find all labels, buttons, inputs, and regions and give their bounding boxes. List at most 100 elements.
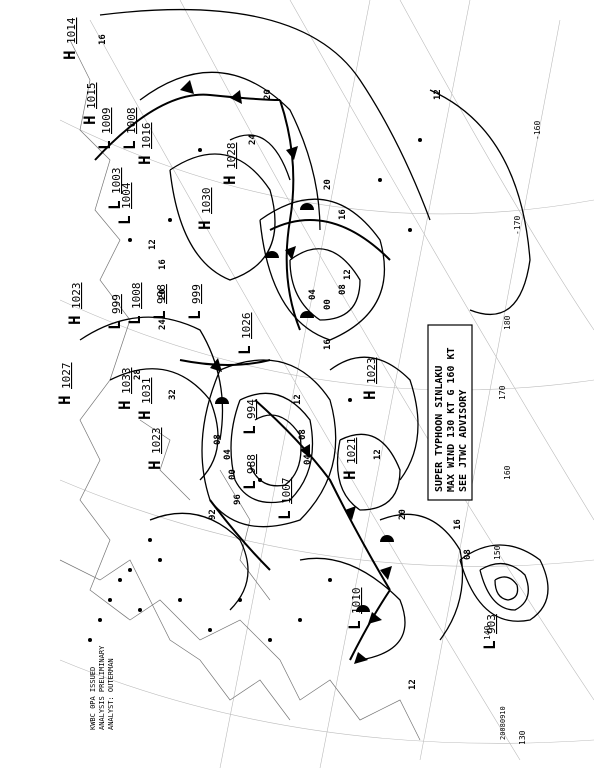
pressure-value: 999 [110, 294, 123, 314]
pressure-value: 1008 [130, 283, 143, 310]
pressure-center: H 1016 [135, 123, 154, 166]
pressure-value: 988 [245, 454, 258, 474]
isobar-label: 12 [373, 449, 383, 460]
pressure-center: H 1015 [80, 83, 99, 126]
isobar-label: 12 [148, 239, 158, 250]
pressure-value: 999 [190, 284, 203, 304]
low-pressure-symbol: L [95, 140, 114, 150]
pressure-center: L 988 [240, 454, 259, 490]
isobar-label: 20 [323, 179, 333, 190]
isobar-label: 16 [158, 259, 168, 270]
isobar-label: 24 [248, 134, 258, 145]
pressure-value: 1027 [60, 363, 73, 390]
isobar-label: 16 [323, 339, 333, 350]
footer-line-2: ANALYSIS PRELIMINARY [98, 645, 106, 730]
isobar-label: 32 [168, 389, 178, 400]
pressure-center: H 1021 [340, 438, 359, 481]
high-pressure-symbol: H [360, 390, 379, 400]
pressure-value: 1030 [200, 188, 213, 215]
longitude-label: 140 [483, 625, 492, 640]
pressure-value: 1008 [125, 108, 138, 135]
longitude-label: -170 [513, 216, 522, 235]
low-pressure-symbol: L [105, 200, 124, 210]
pressure-center: H 1033 [115, 368, 134, 411]
isobar-label: 04 [308, 289, 318, 300]
isobar-label: 08 [298, 429, 308, 440]
pressure-value: 1004 [120, 182, 133, 209]
isobar-label: 16 [453, 519, 463, 530]
footer-line-1: KWBC 0PA ISSUED [89, 667, 97, 730]
low-pressure-symbol: L [120, 140, 139, 150]
isobar-label: 20 [158, 289, 168, 300]
isobar-label: 20 [398, 509, 408, 520]
pressure-value: 1007 [280, 478, 293, 505]
high-pressure-symbol: H [195, 220, 214, 230]
isobar-label: 92 [208, 509, 218, 520]
high-pressure-symbol: H [80, 115, 99, 125]
high-pressure-symbol: H [145, 460, 164, 470]
pressure-center: L 1003 [105, 168, 124, 211]
pressure-value: 998 [155, 284, 168, 304]
low-pressure-symbol: L [275, 510, 294, 520]
low-pressure-symbol: L [185, 310, 204, 320]
advisory-line-2: MAX WIND 130 KT G 160 KT [446, 348, 457, 493]
pressure-centers: H1014H1015L1009L1008H1016L1003L1004H1028… [55, 17, 499, 650]
low-pressure-symbol: L [150, 310, 169, 320]
pressure-center: L 1009 [95, 108, 114, 151]
isobar-label: 12 [293, 394, 303, 405]
high-pressure-symbol: H [135, 155, 154, 165]
isobar-label: 12 [408, 679, 418, 690]
high-pressure-symbol: H [340, 470, 359, 480]
pressure-value: 1016 [140, 123, 153, 150]
footer-line-3: ANALYST: OUTERMAN [107, 658, 115, 730]
low-pressure-symbol: L [240, 425, 259, 435]
high-pressure-symbol: H [135, 410, 154, 420]
coastlines [59, 39, 421, 741]
pressure-value: 1023 [70, 283, 83, 310]
high-pressure-symbol: H [60, 50, 79, 60]
isobars [79, 8, 549, 661]
pressure-center: H 1023 [145, 428, 164, 471]
graticule [59, 0, 594, 768]
pressure-center: H 1023 [65, 283, 84, 326]
pressure-value: 1003 [110, 168, 123, 195]
typhoon-advisory-box: SUPER TYPHOON SINLAKU MAX WIND 130 KT G … [427, 324, 473, 501]
pressure-value: 1033 [120, 368, 133, 395]
advisory-line-1: SUPER TYPHOON SINLAKU [434, 366, 445, 492]
isobar-label: 00 [228, 469, 238, 480]
isobar-label: 20 [263, 89, 273, 100]
isobar-label: 04 [303, 454, 313, 465]
isobar-label: 08 [338, 284, 348, 295]
low-pressure-symbol: L [125, 315, 144, 325]
pressure-value: 1010 [350, 588, 363, 615]
longitude-label: 180 [503, 315, 512, 330]
low-pressure-symbol: L [115, 215, 134, 225]
high-pressure-symbol: H [65, 315, 84, 325]
pressure-value: 1009 [100, 108, 113, 135]
isobar-label: 04 [223, 449, 233, 460]
isobar-label: 00 [323, 299, 333, 310]
low-pressure-symbol: L [240, 480, 259, 490]
pressure-value: 1023 [150, 428, 163, 455]
pressure-value: 1021 [345, 438, 358, 465]
longitude-label: 170 [498, 385, 507, 400]
low-pressure-symbol: L [235, 345, 254, 355]
isobar-label: 12 [433, 89, 443, 100]
isobar-label: 12 [343, 269, 353, 280]
pressure-value: 1014 [65, 17, 78, 44]
longitude-label: 160 [503, 465, 512, 480]
high-pressure-symbol: H [115, 400, 134, 410]
longitude-label: 130 [518, 730, 527, 745]
isobar-label: 08 [213, 434, 223, 445]
pressure-value: 1015 [85, 83, 98, 110]
